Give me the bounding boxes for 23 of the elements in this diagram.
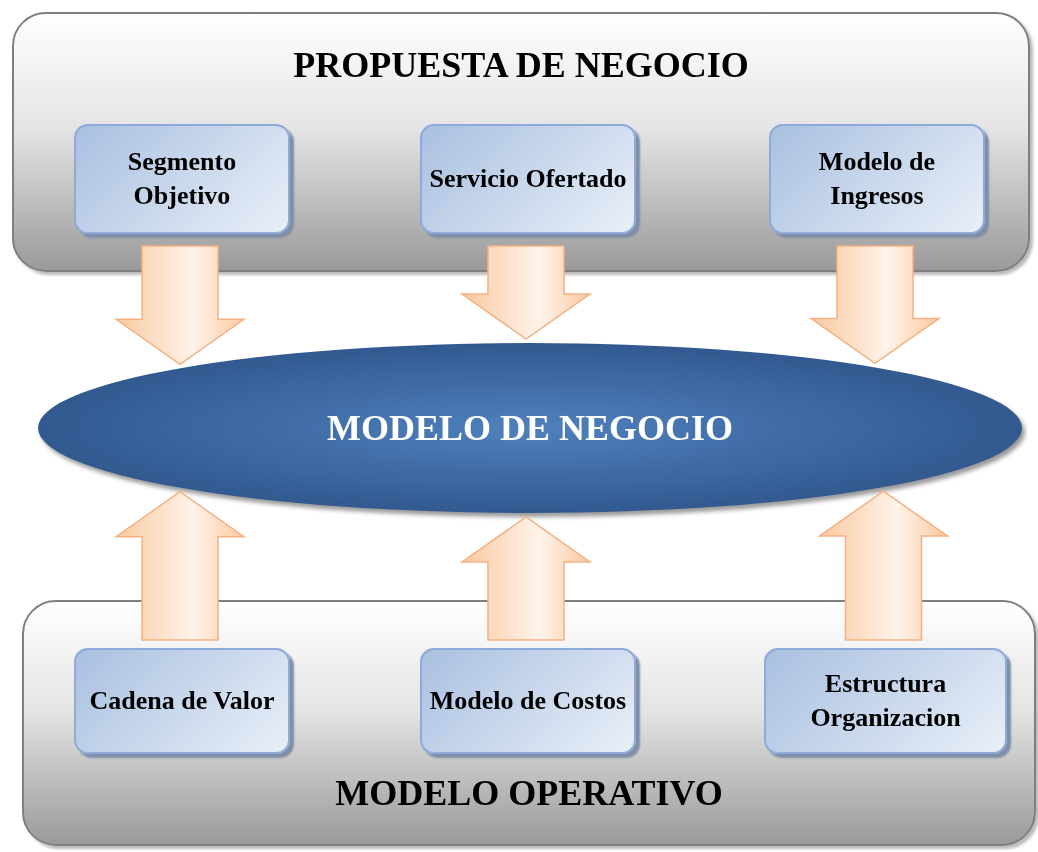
block-arrow	[113, 245, 247, 366]
box-label: Cadena de Valor	[88, 685, 276, 718]
ellipse-label: MODELO DE NEGOCIO	[326, 407, 733, 449]
panel-heading: MODELO OPERATIVO	[334, 772, 724, 814]
process-box	[74, 124, 290, 234]
block-arrow	[817, 490, 950, 641]
box-label: Estructura Organizacion	[809, 668, 962, 734]
process-box	[420, 648, 636, 754]
box-label: Segmento Objetivo	[126, 146, 238, 212]
block-arrow	[459, 245, 593, 340]
box-label: Modelo de Costos	[428, 685, 628, 718]
process-box	[74, 648, 290, 754]
block-arrow	[459, 516, 593, 641]
panel-heading: PROPUESTA DE NEGOCIO	[292, 44, 750, 86]
block-arrow	[808, 245, 942, 365]
process-box	[764, 648, 1007, 754]
panel	[12, 12, 1030, 272]
block-arrow	[113, 490, 247, 641]
process-box	[420, 124, 636, 234]
box-label: Servicio Ofertado	[428, 163, 628, 196]
process-box	[769, 124, 985, 234]
box-label: Modelo de Ingresos	[817, 146, 937, 212]
panel	[22, 600, 1036, 846]
